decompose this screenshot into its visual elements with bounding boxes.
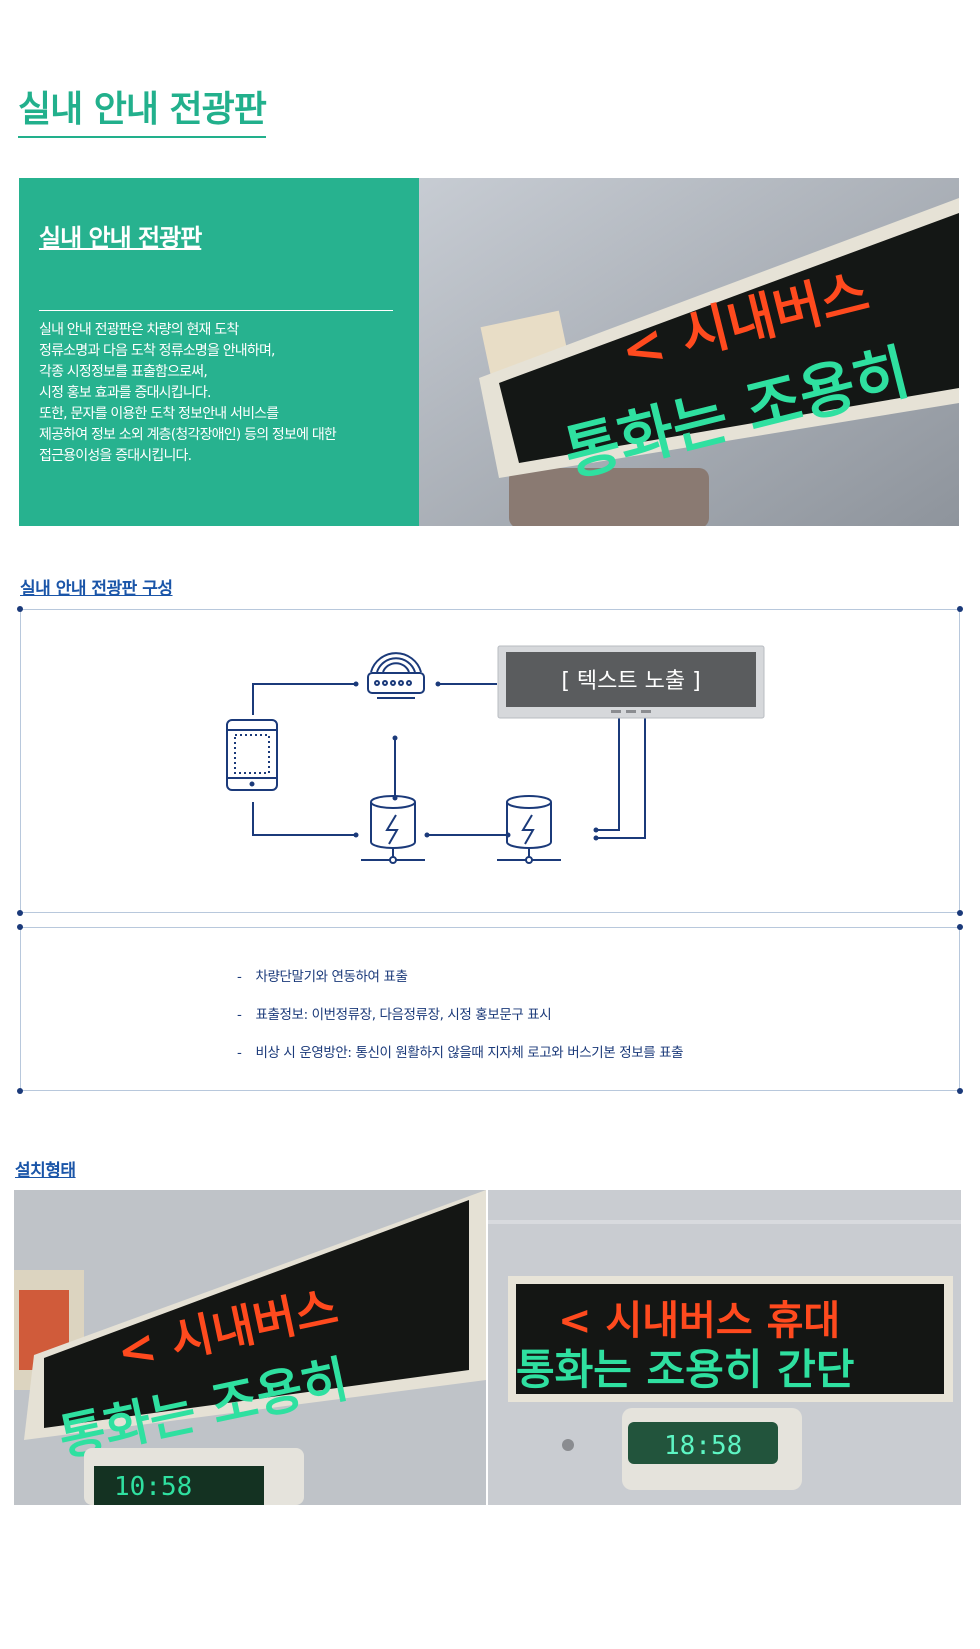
- hero-desc-line: 각종 시정정보를 표출함으로써,: [39, 364, 208, 380]
- config-info-box: 차량단말기와 연동하여 표출 표출정보: 이번정류장, 다음정류장, 시정 홍보…: [17, 924, 963, 1094]
- install-left-clock: 10:58: [114, 1472, 192, 1502]
- list-item: 비상 시 운영방안: 통신이 원활하지 않을때 지자체 로고와 버스기본 정보를…: [237, 1034, 683, 1072]
- list-item: 차량단말기와 연동하여 표출: [237, 958, 683, 996]
- config-section-title: 실내 안내 전광판 구성: [20, 579, 173, 599]
- install-right-led-line1: < 시내버스 휴대: [558, 1298, 840, 1344]
- install-right-led-line2: 통화는 조용히 간단: [516, 1345, 854, 1394]
- hero-desc-line: 접근용이성을 증대시킵니다.: [39, 448, 192, 464]
- hero-photo-led-sign: < 시내버스 통화는 조용히: [419, 178, 959, 526]
- hero-desc-line: 또한, 문자를 이용한 도착 정보안내 서비스를: [39, 406, 279, 422]
- server-icon: [361, 795, 425, 864]
- hero-desc-line: 정류소명과 다음 도착 정류소명을 안내하며,: [39, 343, 276, 359]
- led-display-label: [ 텍스트 노출 ]: [561, 669, 700, 694]
- led-display-icon: [497, 645, 765, 719]
- hero-desc-line: 시정 홍보 효과를 증대시킵니다.: [39, 385, 211, 401]
- page-title: 실내 안내 전광판: [18, 80, 267, 138]
- config-diagram: [ 텍스트 노출 ]: [17, 606, 963, 916]
- install-section-title: 설치형태: [15, 1161, 76, 1181]
- hero-section: 실내 안내 전광판 실내 안내 전광판은 차량의 현재 도착 정류소명과 다음 …: [19, 178, 959, 526]
- install-photo-left: < 시내버스 통화는 조용히 10:58: [14, 1190, 486, 1505]
- tablet-icon: [226, 719, 278, 791]
- router-icon: [367, 652, 425, 699]
- hero-description: 실내 안내 전광판은 차량의 현재 도착 정류소명과 다음 도착 정류소명을 안…: [39, 320, 394, 467]
- server-icon: [497, 795, 561, 864]
- hero-heading: 실내 안내 전광판: [39, 224, 202, 252]
- hero-panel: 실내 안내 전광판 실내 안내 전광판은 차량의 현재 도착 정류소명과 다음 …: [19, 178, 419, 526]
- feature-list: 차량단말기와 연동하여 표출 표출정보: 이번정류장, 다음정류장, 시정 홍보…: [237, 958, 683, 1072]
- hero-divider: [39, 310, 393, 311]
- install-photo-right: < 시내버스 휴대 통화는 조용히 간단 18:58: [488, 1190, 961, 1505]
- list-item: 표출정보: 이번정류장, 다음정류장, 시정 홍보문구 표시: [237, 996, 683, 1034]
- hero-desc-line: 제공하여 정보 소외 계층(청각장애인) 등의 정보에 대한: [39, 427, 337, 443]
- install-right-clock: 18:58: [664, 1431, 742, 1461]
- hero-desc-line: 실내 안내 전광판은 차량의 현재 도착: [39, 322, 239, 338]
